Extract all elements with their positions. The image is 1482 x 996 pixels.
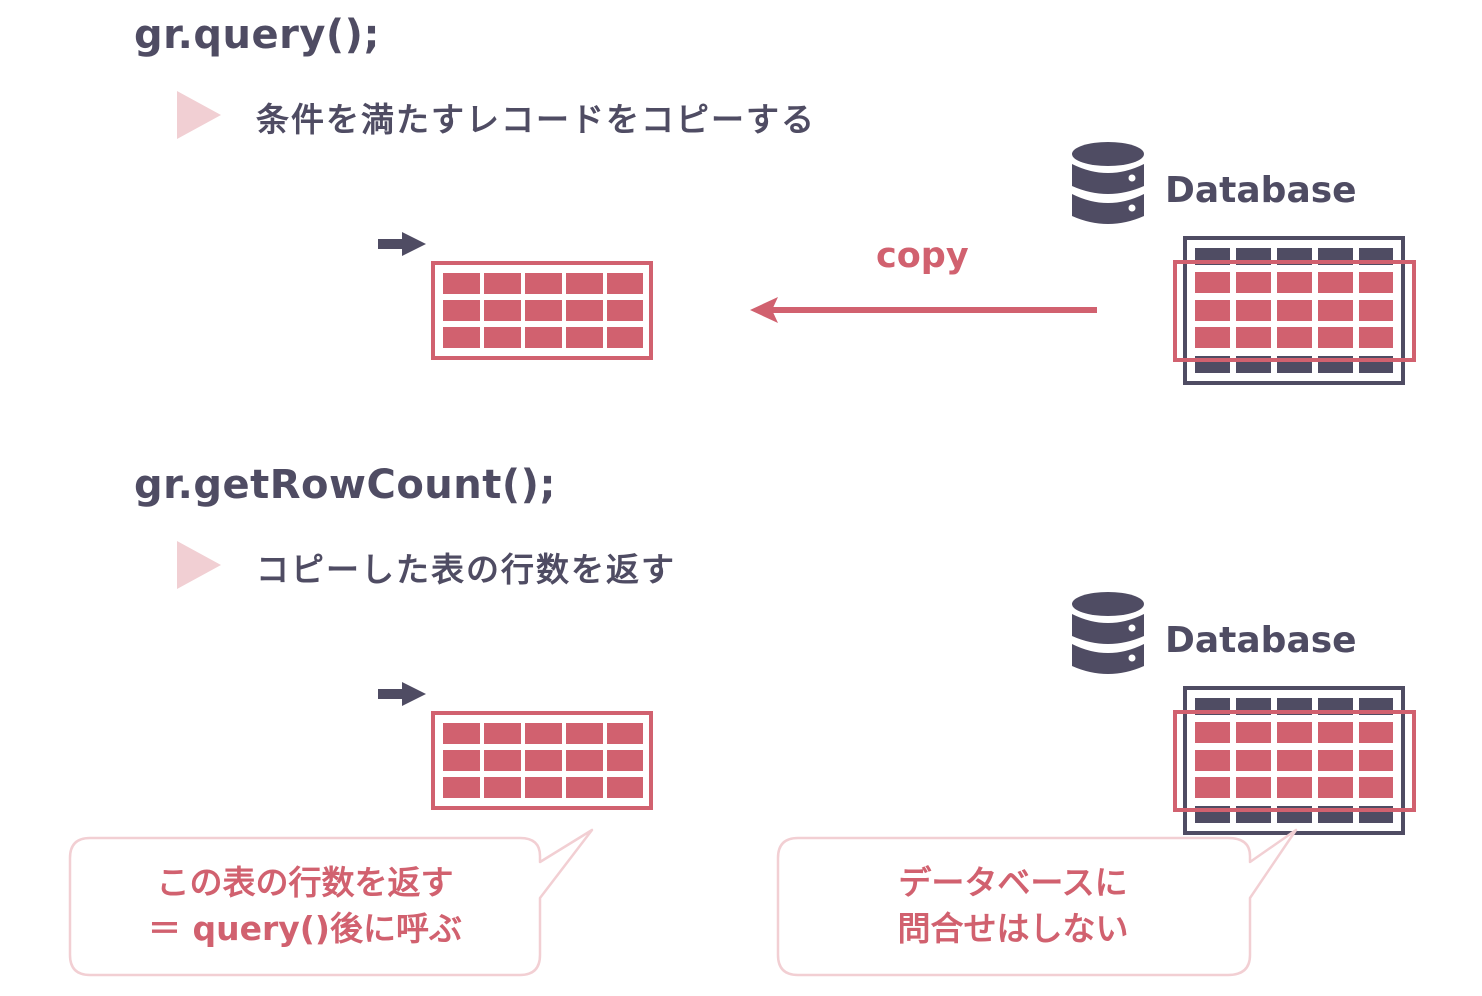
database-label-2: Database: [1165, 620, 1357, 661]
description-getrowcount: コピーした表の行数を返す: [256, 550, 676, 589]
copied-table: [431, 261, 653, 360]
code-getrowcount: gr.getRowCount();: [134, 462, 556, 508]
callout-right-line2: 問合せはしない: [897, 909, 1129, 948]
left-arrow-icon: [750, 297, 1097, 323]
database-icon: [1072, 142, 1144, 224]
right-arrow-icon: [378, 232, 426, 256]
database-label-1: Database: [1165, 170, 1357, 211]
description-query: 条件を満たすレコードをコピーする: [256, 100, 816, 139]
callout-bubble-right: [776, 828, 1298, 977]
callout-bubble-left: [68, 828, 594, 977]
copy-label: copy: [876, 236, 969, 276]
callout-left-line1: この表の行数を返す: [156, 863, 454, 902]
code-query: gr.query();: [134, 12, 380, 58]
callout-text-right: データベースに 問合せはしない: [798, 860, 1228, 952]
copied-table: [431, 711, 653, 810]
database-table: [1173, 686, 1416, 835]
right-arrow-icon: [378, 682, 426, 706]
play-triangle-icon: [177, 91, 221, 139]
play-triangle-icon: [177, 541, 221, 589]
database-table: [1173, 236, 1416, 385]
database-icon: [1072, 592, 1144, 674]
callout-right-line1: データベースに: [898, 863, 1128, 902]
callout-left-line2: ＝ query()後に呼ぶ: [148, 909, 462, 948]
callout-text-left: この表の行数を返す ＝ query()後に呼ぶ: [90, 860, 520, 952]
